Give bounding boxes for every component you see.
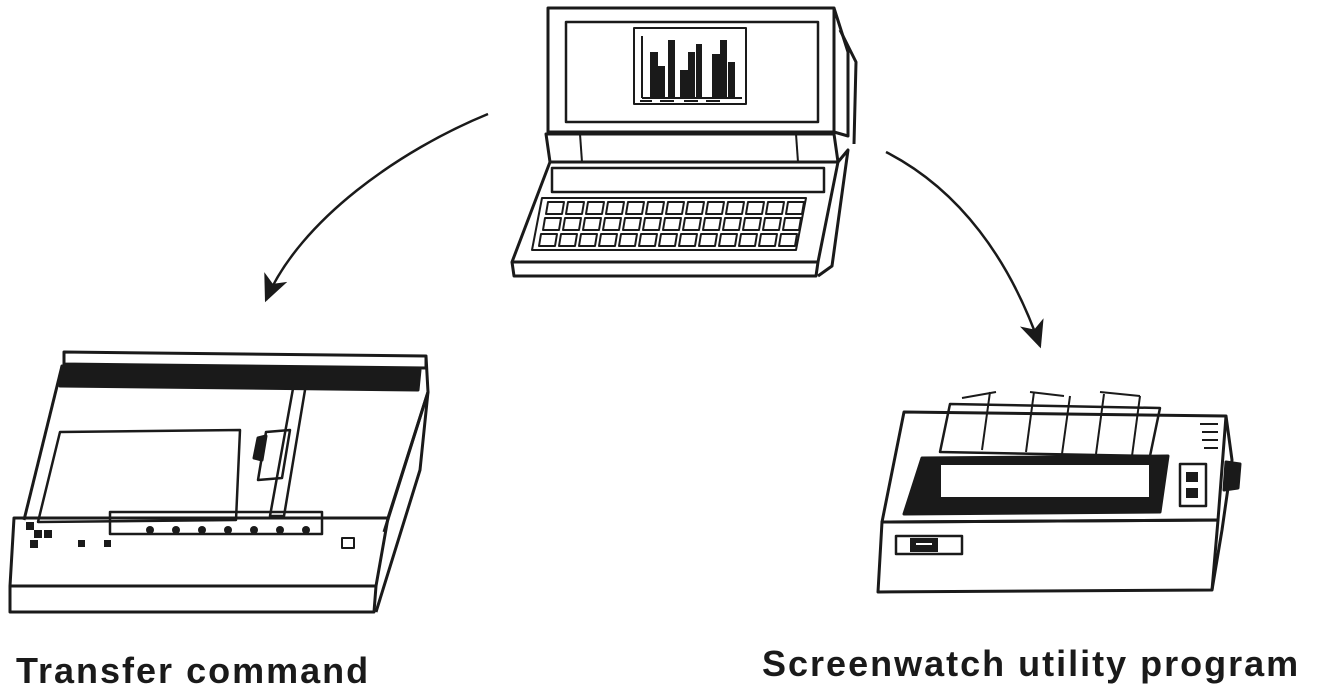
keyboard-key bbox=[665, 201, 685, 215]
keyboard-key bbox=[702, 217, 722, 231]
keyboard-key bbox=[585, 201, 605, 215]
dot-matrix-printer-icon bbox=[876, 391, 1242, 594]
keyboard-key bbox=[558, 233, 578, 247]
keyboard-key bbox=[578, 233, 598, 247]
label-screenwatch-utility: Screenwatch utility program bbox=[762, 643, 1301, 684]
keyboard-key bbox=[638, 233, 658, 247]
plotter-pen bbox=[302, 526, 310, 534]
plotter-pen bbox=[146, 526, 154, 534]
plotter-pen bbox=[224, 526, 232, 534]
keyboard-key bbox=[742, 217, 762, 231]
keyboard-key bbox=[762, 217, 782, 231]
keyboard-key bbox=[758, 233, 778, 247]
keyboard-key bbox=[625, 201, 645, 215]
plotter-pen bbox=[172, 526, 180, 534]
keyboard-key bbox=[698, 233, 718, 247]
keyboard-key bbox=[542, 217, 562, 231]
arrow-to-plotter bbox=[264, 112, 489, 303]
keyboard-key bbox=[782, 217, 802, 231]
keyboard-key bbox=[722, 217, 742, 231]
plotter-pen bbox=[250, 526, 258, 534]
keyboard-key bbox=[642, 217, 662, 231]
label-transfer-command: Transfer command bbox=[16, 650, 371, 691]
keyboard-key bbox=[678, 233, 698, 247]
keyboard-key bbox=[545, 201, 565, 215]
keyboard-key bbox=[778, 233, 798, 247]
keyboard-key bbox=[685, 201, 705, 215]
keyboard-key bbox=[718, 233, 738, 247]
keyboard-key bbox=[602, 217, 622, 231]
pen-plotter-icon bbox=[8, 350, 430, 614]
plotter-pen bbox=[276, 526, 284, 534]
keyboard-key bbox=[738, 233, 758, 247]
keyboard-key bbox=[705, 201, 725, 215]
keyboard-key bbox=[605, 201, 625, 215]
keyboard-key bbox=[562, 217, 582, 231]
screen-chart-icon bbox=[633, 27, 747, 105]
keyboard-key bbox=[622, 217, 642, 231]
keyboard-key bbox=[598, 233, 618, 247]
keyboard-key bbox=[662, 217, 682, 231]
keyboard-key bbox=[645, 201, 665, 215]
keyboard-key bbox=[765, 201, 785, 215]
keyboard-key bbox=[785, 201, 805, 215]
keyboard-key bbox=[565, 201, 585, 215]
keyboard-key bbox=[582, 217, 602, 231]
keyboard-icon bbox=[531, 197, 807, 251]
arrow-to-printer bbox=[885, 150, 1044, 349]
keyboard-key bbox=[538, 233, 558, 247]
laptop-computer-icon bbox=[510, 6, 858, 278]
plotter-pen bbox=[198, 526, 206, 534]
keyboard-key bbox=[618, 233, 638, 247]
keyboard-key bbox=[745, 201, 765, 215]
keyboard-key bbox=[725, 201, 745, 215]
keyboard-key bbox=[658, 233, 678, 247]
keyboard-key bbox=[682, 217, 702, 231]
